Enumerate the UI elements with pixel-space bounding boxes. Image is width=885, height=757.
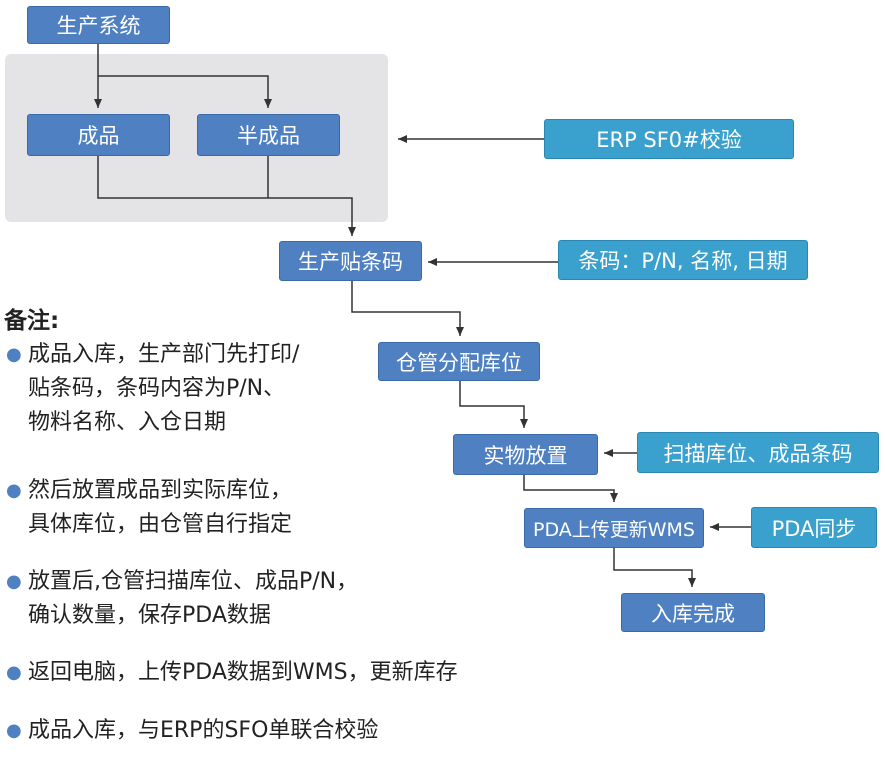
note-item: ● 成品入库，与ERP的SFO单联合校验 xyxy=(6,714,378,748)
note-line: 然后放置成品到实际库位， xyxy=(28,478,293,503)
note-item: ● 然后放置成品到实际库位， 具体库位，由仓管自行指定 xyxy=(6,474,292,542)
bullet-icon: ● xyxy=(6,720,22,741)
note-item: ● 放置后,仓管扫描库位、成品P/N， 确认数量，保存PDA数据 xyxy=(6,565,358,633)
scan-info-box: 扫描库位、成品条码 xyxy=(637,432,879,473)
erp-check-box: ERP SF0#校验 xyxy=(544,119,794,159)
warehouse-assign-box: 仓管分配库位 xyxy=(378,342,540,381)
note-line: 放置后,仓管扫描库位、成品P/N， xyxy=(28,569,359,594)
note-item: ● 成品入库，生产部门先打印/ 贴条码，条码内容为P/N、 物料名称、入仓日期 xyxy=(6,338,299,440)
note-line: 返回电脑，上传PDA数据到WMS，更新库存 xyxy=(28,660,458,685)
physical-placement-box: 实物放置 xyxy=(453,434,598,475)
connector-placement-to-pda xyxy=(523,475,618,502)
bullet-icon: ● xyxy=(6,344,22,365)
note-line: 成品入库，与ERP的SFO单联合校验 xyxy=(28,718,379,743)
note-line: 确认数量，保存PDA数据 xyxy=(28,603,271,628)
note-line: 具体库位，由仓管自行指定 xyxy=(28,512,293,537)
notes-title: 备注: xyxy=(4,308,60,334)
finished-goods-box: 成品 xyxy=(27,114,170,156)
bullet-icon: ● xyxy=(6,662,22,683)
connector-label-to-assign xyxy=(351,281,464,336)
note-line: 成品入库，生产部门先打印/ xyxy=(28,342,300,367)
production-system-box: 生产系统 xyxy=(27,6,170,44)
semi-finished-goods-box: 半成品 xyxy=(197,114,340,156)
connector-pda-to-complete xyxy=(613,548,696,587)
bullet-icon: ● xyxy=(6,571,22,592)
stock-in-complete-box: 入库完成 xyxy=(621,593,765,632)
note-item: ● 返回电脑，上传PDA数据到WMS，更新库存 xyxy=(6,656,458,690)
pda-upload-box: PDA上传更新WMS xyxy=(524,508,704,548)
note-line: 物料名称、入仓日期 xyxy=(28,410,227,435)
connector-assign-to-placement xyxy=(459,381,528,428)
pda-sync-box: PDA同步 xyxy=(751,507,877,548)
note-line: 贴条码，条码内容为P/N、 xyxy=(28,376,286,401)
barcode-info-box: 条码：P/N, 名称, 日期 xyxy=(558,240,808,280)
label-barcode-box: 生产贴条码 xyxy=(279,241,422,281)
bullet-icon: ● xyxy=(6,480,22,501)
